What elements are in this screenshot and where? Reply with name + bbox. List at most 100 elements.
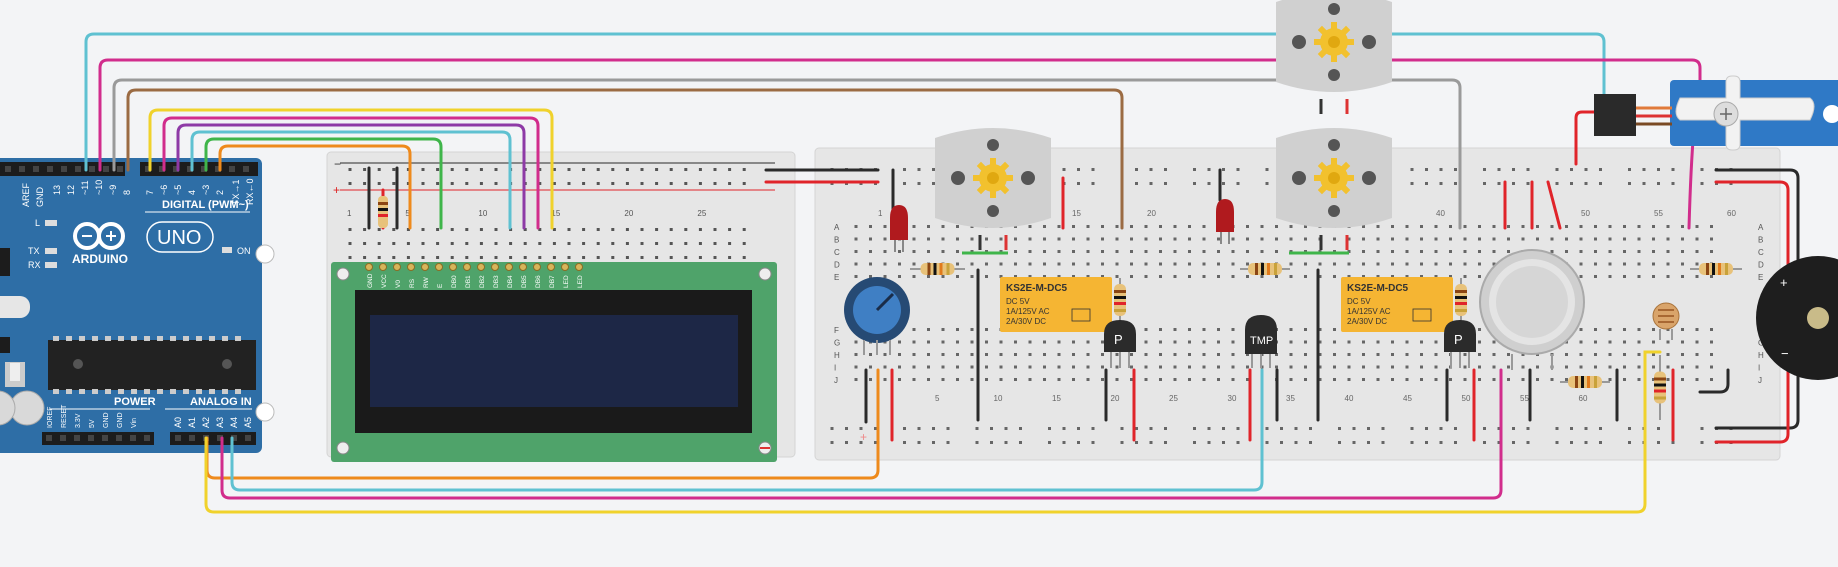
bb-hole[interactable] [859,427,863,430]
bb-hole[interactable] [1637,353,1641,356]
bb-hole[interactable] [903,168,906,171]
bb-hole[interactable] [728,256,732,259]
bb-hole[interactable] [1188,225,1191,228]
bb-hole[interactable] [1652,378,1655,381]
bb-hole[interactable] [1492,225,1496,228]
bb-hole[interactable] [1381,441,1385,444]
bb-hole[interactable] [1188,365,1191,369]
bb-hole[interactable] [970,262,974,266]
bb-hole[interactable] [999,378,1003,381]
bb-hole[interactable] [1710,365,1713,369]
bb-hole[interactable] [728,182,732,185]
bb-hole[interactable] [1637,275,1641,278]
red-led-2[interactable] [1216,199,1234,244]
bb-hole[interactable] [874,427,877,430]
bb-hole[interactable] [912,340,916,344]
bb-hole[interactable] [1642,182,1646,185]
bb-hole[interactable] [1362,365,1365,369]
bb-hole[interactable] [1579,365,1583,369]
bb-hole[interactable] [883,262,887,266]
bb-hole[interactable] [567,182,571,185]
bb-hole[interactable] [1014,237,1017,241]
bb-hole[interactable] [1028,340,1032,344]
bb-hole[interactable] [970,365,974,369]
bb-hole[interactable] [1594,328,1597,331]
bb-hole[interactable] [728,228,732,231]
bb-hole[interactable] [1318,365,1322,369]
bb-hole[interactable] [1391,340,1394,344]
bb-hole[interactable] [1681,353,1684,356]
bb-hole[interactable] [1637,365,1641,369]
bb-hole[interactable] [1062,427,1066,430]
bb-hole[interactable] [869,365,872,369]
bb-hole[interactable] [1637,262,1641,266]
bb-hole[interactable] [1526,441,1530,444]
bb-hole[interactable] [898,353,901,356]
bb-hole[interactable] [946,441,950,444]
lcd-pin[interactable] [421,263,429,271]
bb-hole[interactable] [625,242,629,245]
bb-hole[interactable] [898,262,901,266]
bb-hole[interactable] [1101,262,1104,266]
bb-hole[interactable] [1463,365,1467,369]
bb-hole[interactable] [611,242,615,245]
bb-hole[interactable] [1652,262,1655,266]
bb-hole[interactable] [1657,441,1660,444]
bb-hole[interactable] [1391,365,1394,369]
bb-hole[interactable] [1193,182,1196,185]
bb-hole[interactable] [1526,427,1530,430]
bb-hole[interactable] [932,427,935,430]
bb-hole[interactable] [1381,427,1385,430]
bb-hole[interactable] [1405,353,1409,356]
bb-hole[interactable] [970,328,974,331]
bb-hole[interactable] [1173,353,1177,356]
bb-hole[interactable] [883,353,887,356]
bb-hole[interactable] [1246,262,1249,266]
bb-hole[interactable] [854,275,858,278]
bb-hole[interactable] [1420,225,1423,228]
bb-hole[interactable] [1478,262,1481,266]
bb-hole[interactable] [1536,365,1539,369]
bb-hole[interactable] [406,256,410,259]
bb-hole[interactable] [1086,340,1090,344]
bb-hole[interactable] [970,353,974,356]
bb-hole[interactable] [436,182,440,185]
bb-hole[interactable] [1405,365,1409,369]
lcd-pin[interactable] [505,263,513,271]
bb-hole[interactable] [1637,250,1641,253]
bb-hole[interactable] [1217,378,1220,381]
bb-hole[interactable] [1478,237,1481,241]
bb-hole[interactable] [655,242,659,245]
bb-hole[interactable] [377,168,381,171]
bb-hole[interactable] [1391,262,1394,266]
bb-hole[interactable] [1352,427,1356,430]
bb-hole[interactable] [1623,328,1626,331]
bb-hole[interactable] [494,228,498,231]
bb-hole[interactable] [1507,237,1510,241]
bb-hole[interactable] [1347,237,1351,241]
bb-hole[interactable] [1338,427,1341,430]
bb-hole[interactable] [1710,340,1713,344]
bb-hole[interactable] [1449,250,1452,253]
bb-hole[interactable] [406,242,410,245]
bb-hole[interactable] [1265,441,1269,444]
bb-hole[interactable] [1579,225,1583,228]
resistor-led-1[interactable] [910,263,965,275]
bb-hole[interactable] [1043,250,1046,253]
bb-hole[interactable] [1391,250,1394,253]
bb-hole[interactable] [956,275,959,278]
bb-hole[interactable] [1352,441,1356,444]
bb-hole[interactable] [927,340,930,344]
bb-hole[interactable] [1478,225,1481,228]
bb-hole[interactable] [1057,340,1061,344]
bb-hole[interactable] [941,328,945,331]
bb-hole[interactable] [1159,250,1162,253]
bb-hole[interactable] [494,256,498,259]
bb-hole[interactable] [1265,427,1269,430]
bb-hole[interactable] [1550,378,1554,381]
bb-hole[interactable] [1512,441,1515,444]
bb-hole[interactable] [1584,168,1588,171]
transistor-1[interactable]: P [1104,320,1136,368]
bb-hole[interactable] [479,256,483,259]
bb-hole[interactable] [406,228,410,231]
